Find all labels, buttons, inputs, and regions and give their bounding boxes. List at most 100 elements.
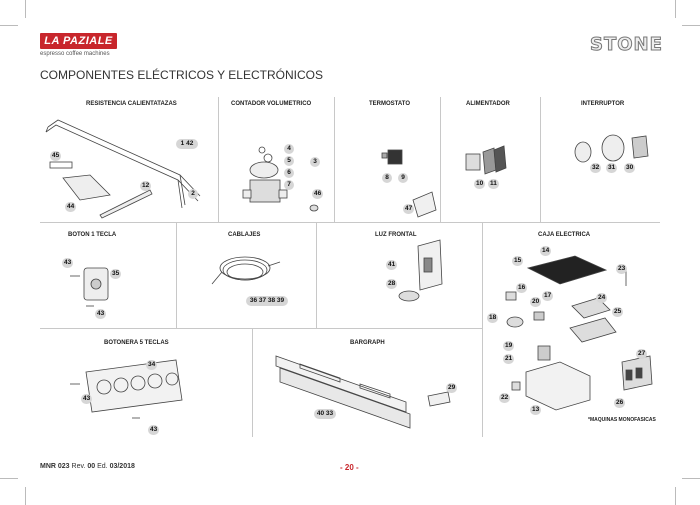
thermostat-drawing bbox=[387, 149, 403, 165]
part-label: 24 bbox=[596, 293, 608, 303]
part-label: 44 bbox=[65, 202, 77, 212]
part-label: 34 bbox=[146, 360, 158, 370]
section-title-botonera: BOTONERA 5 TECLAS bbox=[104, 340, 169, 346]
part-label: 45 bbox=[50, 151, 62, 161]
part-label: 8 bbox=[382, 173, 392, 183]
section-title-termostato: TERMOSTATO bbox=[369, 101, 410, 107]
electric-box-drawing bbox=[525, 361, 591, 411]
part-label: 30 bbox=[624, 163, 636, 173]
part-label: 31 bbox=[606, 163, 618, 173]
part-label: 10 bbox=[474, 179, 486, 189]
page-number: - 20 - bbox=[340, 463, 359, 472]
switch-cap-drawing bbox=[574, 141, 592, 163]
section-title-bargraph: BARGRAPH bbox=[350, 340, 385, 346]
heater-element-drawing bbox=[45, 119, 201, 209]
section-title-contador: CONTADOR VOLUMETRICO bbox=[231, 101, 312, 107]
part-label: 2 bbox=[188, 189, 198, 199]
brand-logo: LA PAZIALE bbox=[40, 33, 117, 49]
doc-date: 03/2018 bbox=[109, 463, 135, 470]
part-label: 17 bbox=[542, 291, 554, 301]
part-label: 16 bbox=[516, 283, 528, 293]
part-label: 14 bbox=[540, 246, 552, 256]
doc-code: MNR 023 bbox=[40, 463, 70, 470]
part-label: 15 bbox=[512, 256, 524, 266]
section-title-boton: BOTON 1 TECLA bbox=[68, 232, 117, 238]
part-label: 23 bbox=[616, 264, 628, 274]
section-title-interruptor: INTERRUPTOR bbox=[581, 101, 625, 107]
rev-number: 00 bbox=[87, 463, 96, 470]
bracket-drawing bbox=[49, 161, 73, 169]
section-title-luz: LUZ FRONTAL bbox=[375, 232, 417, 238]
part-label: 43 bbox=[62, 258, 74, 268]
transformer-drawing bbox=[537, 345, 551, 361]
switch-body-drawing bbox=[631, 135, 649, 159]
doc-reference: MNR 023 Rev. 00 Ed. 03/2018 bbox=[40, 463, 135, 470]
part-label: 41 bbox=[386, 260, 398, 270]
part-label: 4 bbox=[284, 144, 294, 154]
part-label: 12 bbox=[140, 181, 152, 191]
rev-label: Rev. bbox=[71, 463, 86, 470]
power-supply-drawing bbox=[465, 153, 481, 171]
part-label: 18 bbox=[487, 313, 499, 323]
crop-mark bbox=[25, 487, 26, 505]
crop-mark bbox=[0, 478, 18, 479]
switch-ring-drawing bbox=[601, 134, 625, 162]
divider bbox=[540, 97, 541, 222]
clip-drawing bbox=[99, 189, 153, 219]
part-label: 6 bbox=[284, 168, 294, 178]
section-title-cablajes: CABLAJES bbox=[228, 232, 261, 238]
part-label: 7 bbox=[284, 180, 294, 190]
part-label: 22 bbox=[499, 393, 511, 403]
crop-mark bbox=[25, 0, 26, 18]
footnote: *MAQUINAS MONOFASICAS bbox=[588, 417, 656, 423]
bargraph-panel-drawing bbox=[275, 355, 407, 413]
part-label: 1 42 bbox=[176, 139, 198, 149]
ed-label: Ed. bbox=[97, 463, 108, 470]
crop-mark bbox=[675, 487, 676, 505]
nut-drawing bbox=[309, 204, 319, 212]
crop-mark bbox=[682, 25, 700, 26]
part-label: 40 33 bbox=[314, 409, 336, 419]
crop-mark bbox=[682, 478, 700, 479]
part-label: 26 bbox=[614, 398, 626, 408]
divider bbox=[40, 222, 660, 223]
divider bbox=[482, 222, 483, 437]
thermostat-bracket-drawing bbox=[412, 191, 437, 218]
part-label: 36 37 38 39 bbox=[246, 296, 288, 306]
part-label: 28 bbox=[386, 279, 398, 289]
front-light-ring-drawing bbox=[398, 290, 420, 302]
plate-drawing bbox=[62, 174, 111, 201]
divider bbox=[176, 222, 177, 328]
divider bbox=[334, 97, 335, 222]
crop-mark bbox=[0, 25, 18, 26]
crop-mark bbox=[675, 0, 676, 18]
part-label: 25 bbox=[612, 307, 624, 317]
part-label: 46 bbox=[312, 189, 324, 199]
part-label: 43 bbox=[95, 309, 107, 319]
part-label: 47 bbox=[403, 204, 415, 214]
flowmeter-drawing bbox=[242, 146, 288, 203]
part-label: 9 bbox=[398, 173, 408, 183]
part-label: 27 bbox=[636, 349, 648, 359]
pcb2-drawing bbox=[569, 317, 617, 343]
part-label: 43 bbox=[148, 425, 160, 435]
divider bbox=[40, 328, 482, 329]
section-title-caja: CAJA ELECTRICA bbox=[538, 232, 591, 238]
divider bbox=[316, 222, 317, 328]
model-name: STONE bbox=[590, 34, 663, 56]
part-label: 43 bbox=[81, 394, 93, 404]
divider bbox=[440, 97, 441, 222]
divider bbox=[218, 97, 219, 222]
divider bbox=[252, 328, 253, 437]
part-label: 3 bbox=[310, 157, 320, 167]
part-label: 35 bbox=[110, 269, 122, 279]
part-label: 5 bbox=[284, 156, 294, 166]
part-label: 32 bbox=[590, 163, 602, 173]
part-label: 21 bbox=[503, 354, 515, 364]
control-board-drawing bbox=[526, 255, 608, 285]
part-label: 13 bbox=[530, 405, 542, 415]
part-label: 20 bbox=[530, 297, 542, 307]
button-panel-drawing bbox=[85, 359, 183, 413]
pcb-drawing bbox=[571, 297, 611, 319]
